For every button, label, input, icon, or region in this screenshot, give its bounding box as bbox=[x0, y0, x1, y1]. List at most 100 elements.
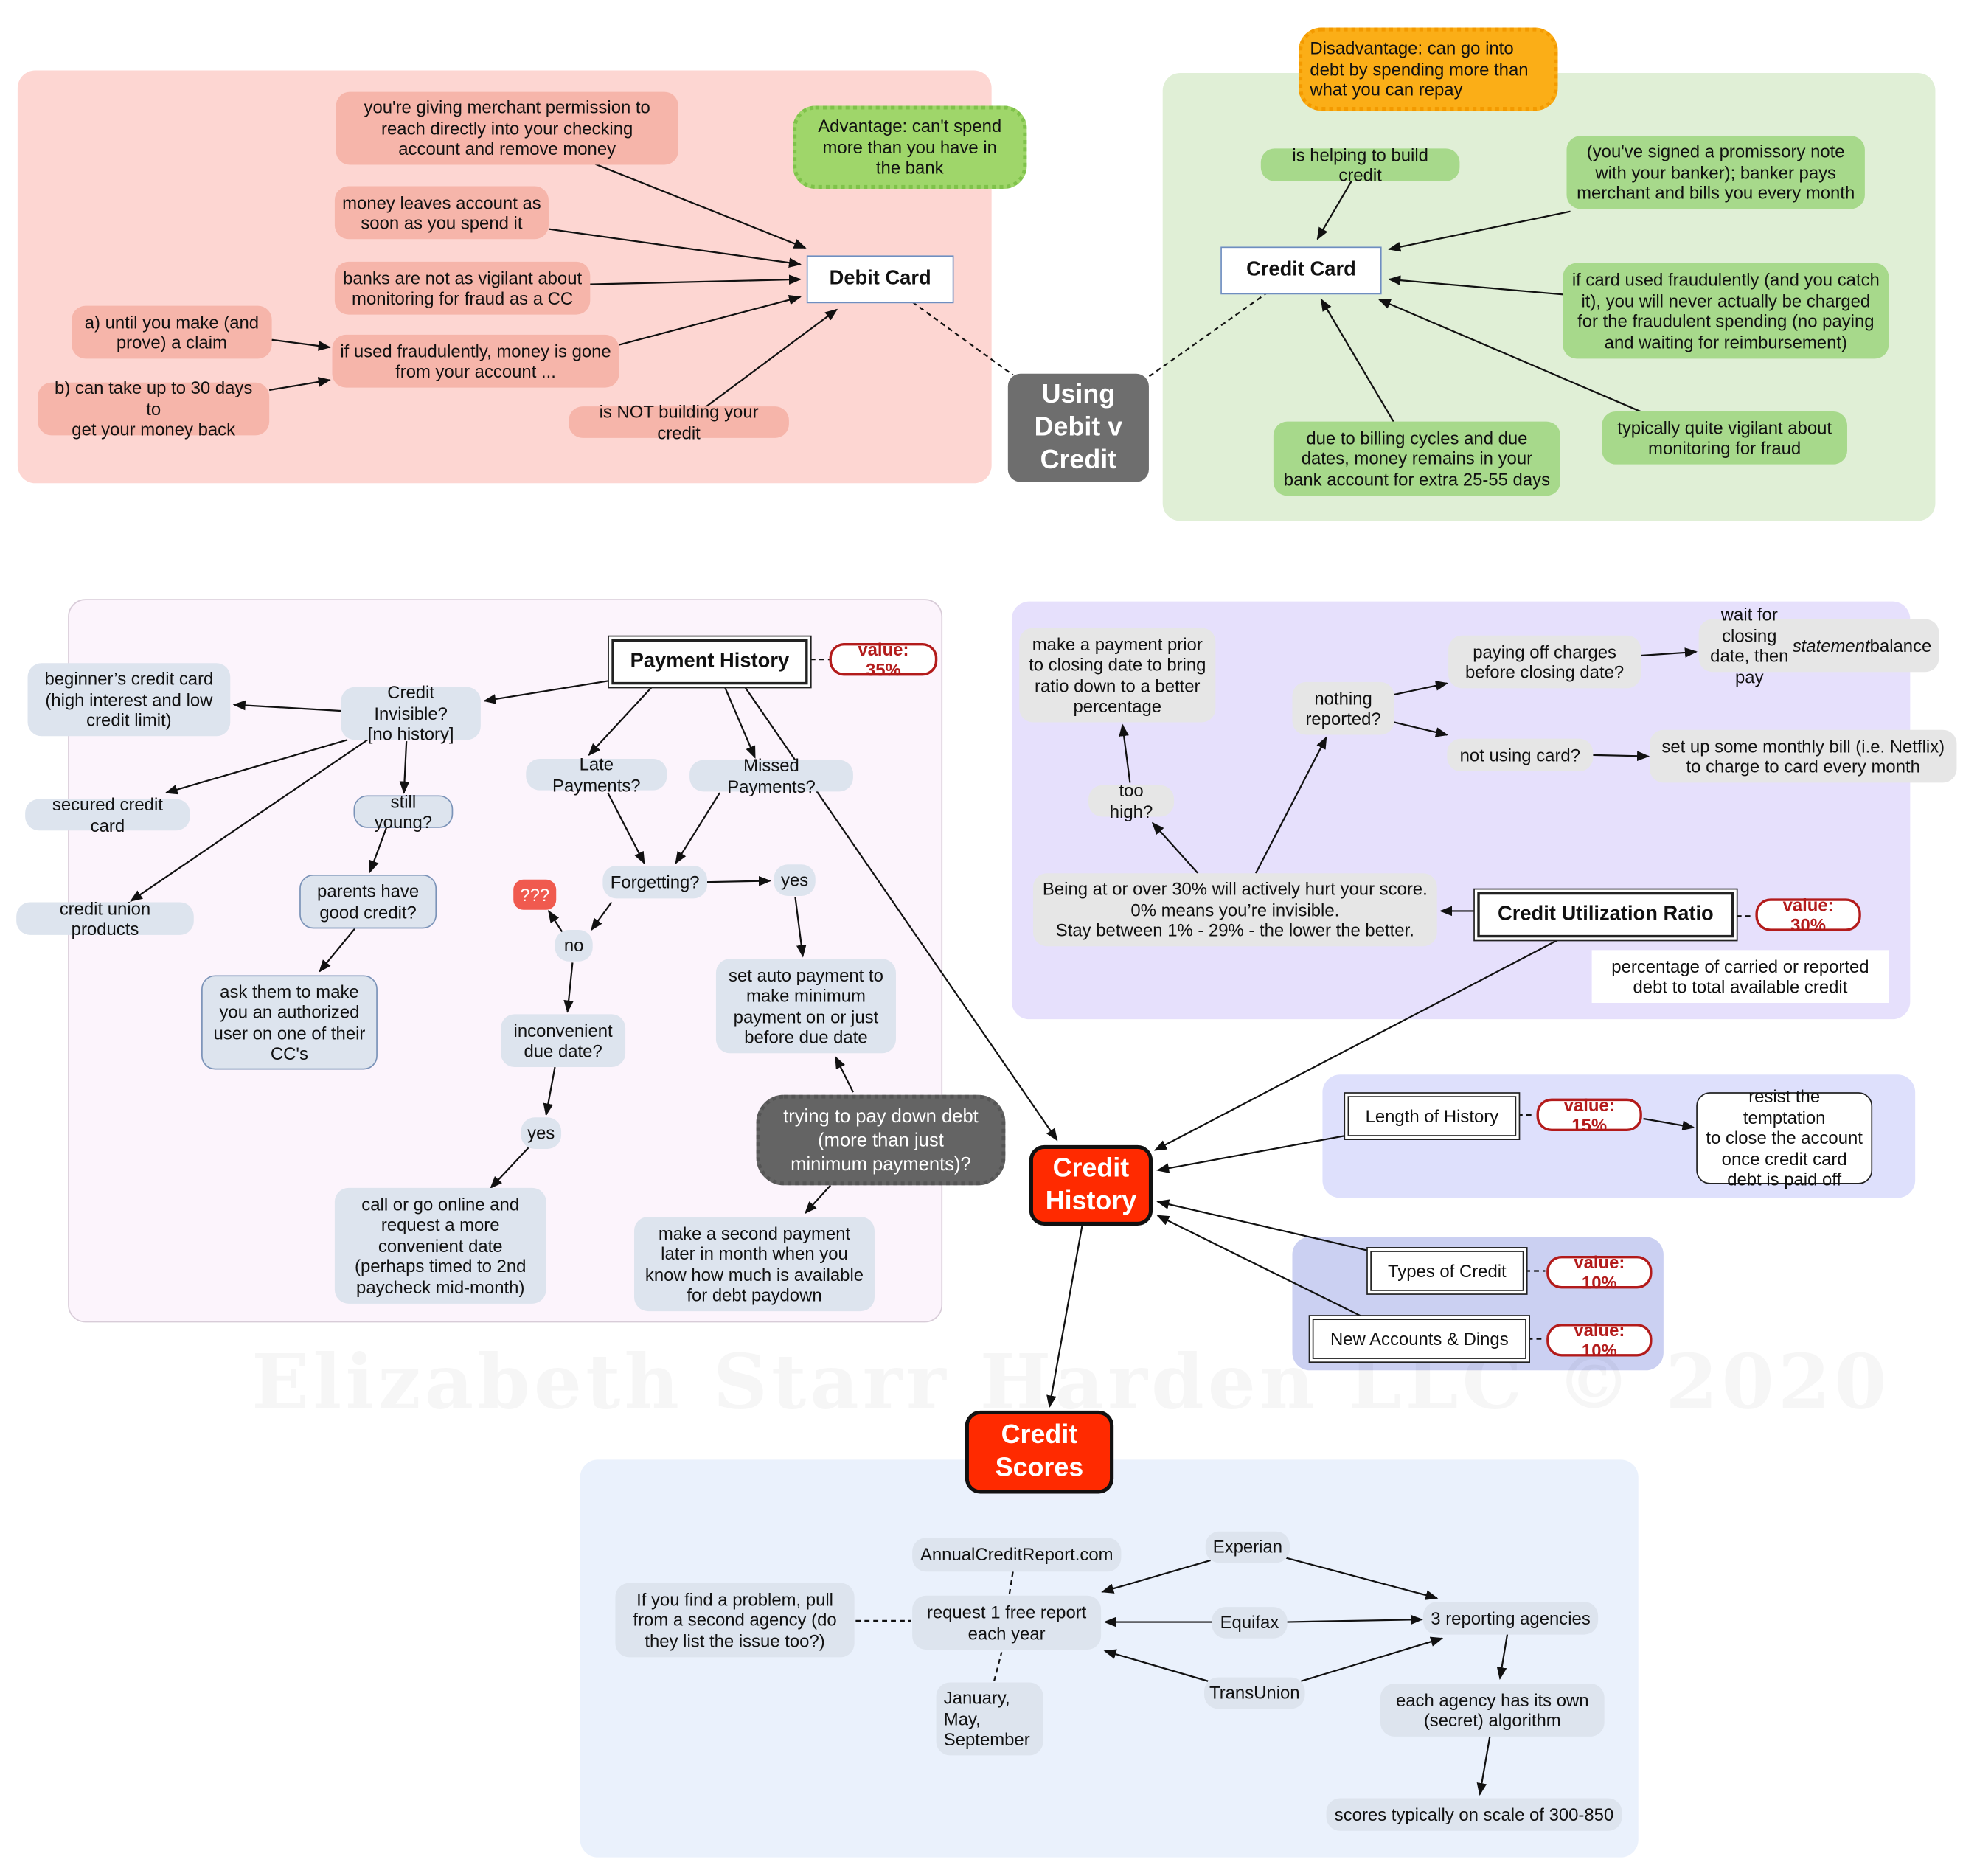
score-scale-note: scores typically on scale of 300-850 bbox=[1326, 1798, 1622, 1831]
edge-invisible-union bbox=[130, 739, 368, 902]
free-report-node[interactable]: request 1 free report each year bbox=[912, 1595, 1102, 1650]
edge-paydown-auto bbox=[835, 1055, 854, 1093]
edge-thirty-fraud bbox=[268, 377, 331, 392]
edge-agencies-algorithm bbox=[1496, 1633, 1509, 1681]
edge-equifax-agencies bbox=[1285, 1614, 1423, 1625]
late-payments-node[interactable]: Late Payments? bbox=[526, 754, 667, 795]
experian-node[interactable]: Experian bbox=[1205, 1531, 1290, 1563]
edge-payment-missed bbox=[723, 687, 756, 759]
credit-scores-hub[interactable]: Credit Scores bbox=[965, 1410, 1114, 1494]
edge-notusing-monthly bbox=[1593, 751, 1650, 762]
edge-history-scores bbox=[1046, 1225, 1083, 1408]
credit-fraud-note: if card used fraudulently (and you catch… bbox=[1563, 263, 1889, 359]
edge-building-credit bbox=[1316, 181, 1352, 240]
monthly-bill-note: set up some monthly bill (i.e. Netflix) … bbox=[1650, 729, 1957, 783]
edge-claim-fraud bbox=[271, 338, 331, 351]
wait-closing-text: wait for closing date, then pay bbox=[1710, 604, 1789, 687]
inconvenient-date-node[interactable]: inconvenient due date? bbox=[501, 1014, 626, 1068]
still-young-node[interactable]: still young? bbox=[353, 791, 454, 832]
parents-credit-node[interactable]: parents have good credit? bbox=[299, 874, 437, 929]
payment-history-node[interactable]: Payment History bbox=[611, 639, 808, 685]
wait-closing-note: wait for closing date, then pay statemen… bbox=[1698, 604, 1939, 687]
edge-newacc-history bbox=[1156, 1215, 1372, 1322]
edge-invisible-young bbox=[399, 741, 410, 794]
credit-invisible-node[interactable]: Credit Invisible? [no history] bbox=[341, 682, 481, 744]
edge-invisible-secured bbox=[164, 739, 348, 795]
auto-payment-note: set auto payment to make minimum payment… bbox=[715, 959, 896, 1054]
edge-nothing-payingoff bbox=[1394, 681, 1449, 696]
too-high-node[interactable]: too high? bbox=[1088, 780, 1175, 821]
missed-payments-node[interactable]: Missed Payments? bbox=[689, 755, 853, 796]
edge-algorithm-scale bbox=[1476, 1736, 1491, 1796]
edge-ccvigilant-credit bbox=[1377, 299, 1644, 414]
equifax-node[interactable]: Equifax bbox=[1212, 1607, 1288, 1639]
transunion-node[interactable]: TransUnion bbox=[1204, 1677, 1305, 1709]
edge-permission-debit bbox=[594, 162, 807, 249]
not-using-card-node[interactable]: not using card? bbox=[1447, 738, 1594, 772]
payment-prior-note: make a payment prior to closing date to … bbox=[1019, 628, 1216, 723]
yes-inconvenient-node[interactable]: yes bbox=[521, 1117, 562, 1149]
paying-off-node[interactable]: paying off charges before closing date? bbox=[1448, 635, 1641, 689]
yes-forgetting-node[interactable]: yes bbox=[774, 864, 816, 896]
credit-history-hub[interactable]: Credit History bbox=[1029, 1144, 1153, 1226]
make-claim-note: a) until you make (and prove) a claim bbox=[72, 305, 272, 359]
credit-union-note: credit union products bbox=[16, 898, 194, 939]
edge-no-qqq bbox=[548, 910, 563, 934]
no-node[interactable]: no bbox=[555, 930, 593, 962]
new-accounts-value: value: 10% bbox=[1546, 1319, 1653, 1361]
edge-credit-using bbox=[1147, 291, 1269, 378]
edge-missed-forgetting bbox=[675, 792, 721, 865]
edge-length-history bbox=[1156, 1134, 1349, 1173]
agency-algorithm-node[interactable]: each agency has its own (secret) algorit… bbox=[1380, 1684, 1605, 1737]
second-agency-note: If you find a problem, pull from a secon… bbox=[615, 1583, 855, 1658]
building-credit-note: is helping to build credit bbox=[1260, 144, 1460, 185]
utilization-definition-note: percentage of carried or reported debt t… bbox=[1591, 950, 1889, 1004]
score-hurt-note: Being at or over 30% will actively hurt … bbox=[1032, 873, 1437, 947]
reporting-agencies-node[interactable]: 3 reporting agencies bbox=[1422, 1602, 1599, 1635]
report-months-note: January, May, September bbox=[936, 1682, 1043, 1756]
edge-nothing-notusing bbox=[1394, 721, 1449, 737]
new-accounts-node[interactable]: New Accounts & Dings bbox=[1312, 1319, 1526, 1359]
edge-hurt-toohigh bbox=[1151, 821, 1199, 874]
types-of-credit-node[interactable]: Types of Credit bbox=[1370, 1251, 1524, 1291]
secured-card-note: secured credit card bbox=[25, 794, 190, 835]
statement-emphasis: statement bbox=[1792, 635, 1870, 656]
edge-vigilant-debit bbox=[588, 274, 802, 285]
edge-months-request bbox=[993, 1652, 1003, 1682]
edge-late-forgetting bbox=[607, 792, 645, 865]
length-value: value: 15% bbox=[1536, 1094, 1642, 1135]
length-of-history-node[interactable]: Length of History bbox=[1347, 1096, 1517, 1136]
edge-inconvenient-yes bbox=[543, 1066, 556, 1116]
edge-debit-using bbox=[911, 301, 1014, 376]
debit-card-node[interactable]: Debit Card bbox=[806, 255, 954, 304]
edge-no-inconvenient bbox=[563, 962, 574, 1013]
annual-credit-report-node[interactable]: AnnualCreditReport.com bbox=[912, 1538, 1122, 1572]
merchant-permission-note: you're giving merchant permission to rea… bbox=[336, 91, 678, 165]
beginner-card-note: beginner’s credit card (high interest an… bbox=[27, 663, 231, 737]
edge-experian-agencies bbox=[1285, 1557, 1439, 1600]
pay-down-debt-node[interactable]: trying to pay down debt (more than just … bbox=[756, 1094, 1006, 1186]
debit-advantage-note: Advantage: can't spend more than you hav… bbox=[793, 105, 1027, 189]
edge-toohigh-prior bbox=[1119, 723, 1131, 783]
edge-parents-authorized bbox=[319, 928, 356, 973]
using-debit-v-credit-hub[interactable]: Using Debit v Credit bbox=[1007, 373, 1149, 482]
edge-yes-auto bbox=[794, 897, 807, 958]
edge-leaves-debit bbox=[548, 228, 802, 268]
wait-balance-text: balance bbox=[1869, 635, 1932, 656]
not-building-credit-note: is NOT building your credit bbox=[569, 401, 789, 442]
edge-transunion-request bbox=[1103, 1649, 1209, 1682]
authorized-user-note: ask them to make you an authorized user … bbox=[201, 975, 378, 1070]
forgetting-node[interactable]: Forgetting? bbox=[602, 866, 707, 899]
edge-promissory-credit bbox=[1388, 210, 1571, 252]
edge-cur-history bbox=[1153, 937, 1561, 1151]
edge-young-parents bbox=[369, 827, 387, 874]
credit-card-node[interactable]: Credit Card bbox=[1220, 246, 1382, 295]
edge-hurt-nothing bbox=[1255, 736, 1327, 874]
credit-utilization-node[interactable]: Credit Utilization Ratio bbox=[1477, 892, 1734, 938]
edge-transunion-agencies bbox=[1301, 1636, 1444, 1682]
edge-billing-credit bbox=[1320, 298, 1395, 423]
edge-forgetting-no bbox=[591, 901, 613, 931]
resist-temptation-note: resist the temptation to close the accou… bbox=[1696, 1086, 1873, 1189]
thirty-days-note: b) can take up to 30 days to get your mo… bbox=[38, 378, 270, 440]
nothing-reported-node[interactable]: nothing reported? bbox=[1292, 681, 1394, 735]
